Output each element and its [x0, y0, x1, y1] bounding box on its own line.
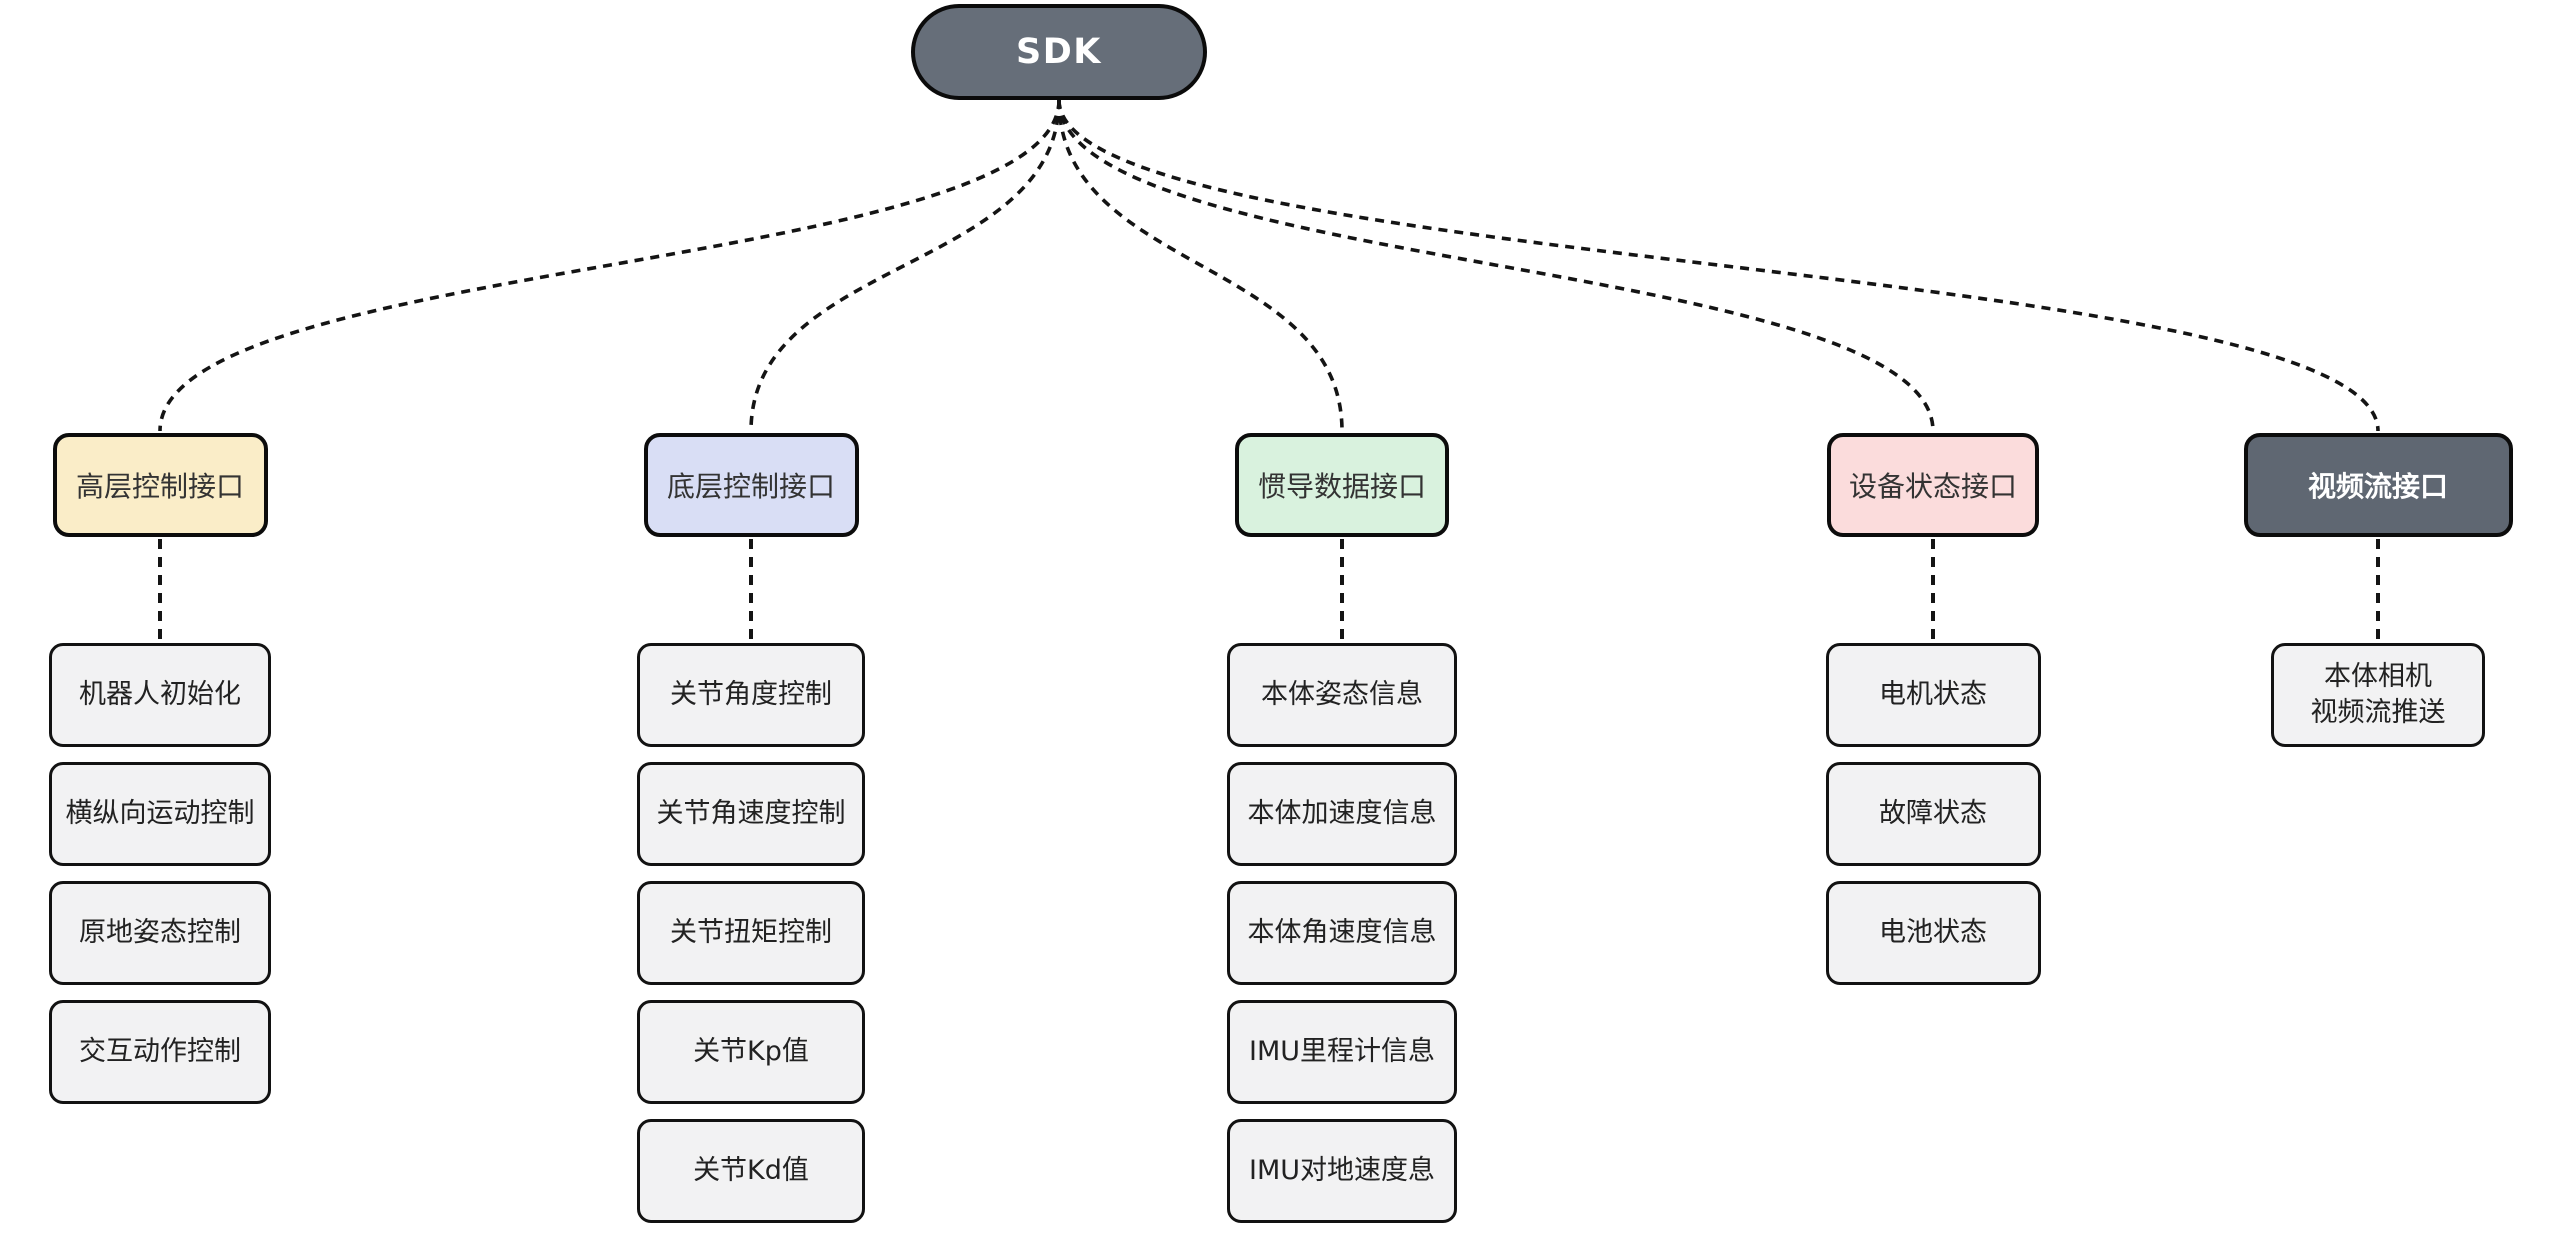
- branch-header-imu-data: 惯导数据接口: [1235, 433, 1449, 537]
- child-node-label: 关节角速度控制: [656, 797, 846, 829]
- branch-header-label: 高层控制接口: [75, 470, 244, 503]
- branch-header-low-level-control: 底层控制接口: [643, 433, 859, 537]
- child-node-label: 关节扭矩控制: [670, 916, 832, 948]
- child-node-low-level-control-0: 关节角度控制: [637, 643, 865, 747]
- child-node-label: 关节Kp值: [693, 1035, 809, 1067]
- child-node-label: IMU对地速度息: [1248, 1154, 1436, 1186]
- child-node-label: 原地姿态控制: [79, 916, 241, 948]
- child-node-imu-data-4: IMU对地速度息: [1227, 1119, 1457, 1223]
- child-node-label: 电池状态: [1879, 916, 1987, 948]
- child-node-imu-data-2: 本体角速度信息: [1227, 881, 1457, 985]
- child-node-label: 关节Kd值: [693, 1154, 809, 1186]
- child-node-high-level-control-0: 机器人初始化: [49, 643, 271, 747]
- dashed-connector: [1057, 99, 1344, 432]
- child-node-low-level-control-4: 关节Kd值: [637, 1119, 865, 1223]
- branch-header-label: 视频流接口: [2307, 470, 2448, 503]
- dashed-connector: [1057, 99, 1935, 432]
- child-node-low-level-control-2: 关节扭矩控制: [637, 881, 865, 985]
- child-node-label: 交互动作控制: [79, 1035, 241, 1067]
- child-node-label: 电机状态: [1879, 678, 1987, 710]
- child-node-high-level-control-2: 原地姿态控制: [49, 881, 271, 985]
- child-node-device-status-2: 电池状态: [1825, 881, 2041, 985]
- dashed-connector: [158, 99, 1061, 432]
- child-node-label: 横纵向运动控制: [65, 797, 255, 829]
- child-node-label: 本体角速度信息: [1247, 916, 1437, 948]
- child-node-label: 本体姿态信息: [1261, 678, 1423, 710]
- child-node-label: IMU里程计信息: [1248, 1035, 1436, 1067]
- child-node-high-level-control-1: 横纵向运动控制: [49, 762, 271, 866]
- child-node-device-status-1: 故障状态: [1825, 762, 2041, 866]
- child-node-video-stream-0: 本体相机 视频流推送: [2271, 643, 2485, 747]
- branch-header-label: 惯导数据接口: [1257, 470, 1426, 503]
- branch-header-label: 底层控制接口: [666, 470, 835, 503]
- branch-header-device-status: 设备状态接口: [1827, 433, 2039, 537]
- child-node-low-level-control-3: 关节Kp值: [637, 1000, 865, 1104]
- child-node-label: 关节角度控制: [670, 678, 832, 710]
- child-node-device-status-0: 电机状态: [1825, 643, 2041, 747]
- child-node-imu-data-1: 本体加速度信息: [1227, 762, 1457, 866]
- child-node-imu-data-0: 本体姿态信息: [1227, 643, 1457, 747]
- dashed-connector: [749, 99, 1061, 432]
- root-node-sdk: SDK: [911, 4, 1207, 100]
- child-node-low-level-control-1: 关节角速度控制: [637, 762, 865, 866]
- child-node-label: 本体加速度信息: [1247, 797, 1437, 829]
- branch-header-label: 设备状态接口: [1848, 470, 2017, 503]
- branch-header-high-level-control: 高层控制接口: [52, 433, 268, 537]
- child-node-label: 本体相机 视频流推送: [2310, 660, 2446, 728]
- branch-header-video-stream: 视频流接口: [2243, 433, 2513, 537]
- child-node-imu-data-3: IMU里程计信息: [1227, 1000, 1457, 1104]
- child-node-high-level-control-3: 交互动作控制: [49, 1000, 271, 1104]
- dashed-connector: [1057, 99, 2380, 432]
- child-node-label: 机器人初始化: [79, 678, 241, 710]
- root-node-label: SDK: [1016, 32, 1102, 72]
- child-node-label: 故障状态: [1879, 797, 1987, 829]
